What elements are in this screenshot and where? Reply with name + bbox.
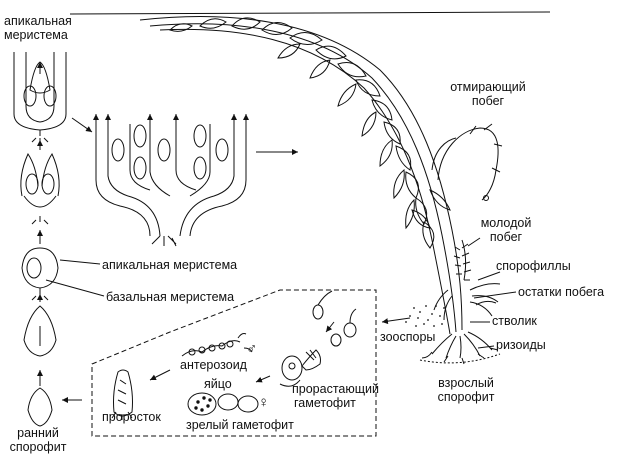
label-sporophylls: спорофиллы [496,259,571,273]
label-rhizoids: ризоиды [496,338,546,352]
label-egg: яйцо [204,377,232,391]
female-symbol: ♀ [258,394,270,411]
arrow-zoospores [381,317,411,325]
label-stipe: стволик [492,314,537,328]
label-adult-sporophyte-1: взрослый [438,376,494,390]
label-young-shoot-2: побег [489,230,523,244]
label-basal-meristem: базальная меристема [106,290,235,304]
male-symbol: ♂ [246,340,258,357]
label-dying-shoot-1: отмирающий [450,80,526,94]
gametophyte-stages [111,290,357,420]
zoospore-cloud [405,305,445,327]
label-apical-meristem-top-2: меристема [4,28,68,42]
label-zoospores: зооспоры [380,330,436,344]
label-adult-sporophyte-2: спорофит [437,390,495,404]
arrow-to-branched [71,117,93,133]
holdfast-rhizoids [419,331,501,365]
label-early-sporophyte-1: ранний [17,426,59,440]
label-sprout: проросток [102,410,161,424]
gametophyte-box [91,289,377,437]
label-antherozoid: антерозоид [180,358,247,372]
label-dying-shoot-2: побег [471,94,505,108]
label-young-shoot-1: молодой [480,216,532,230]
branched-sporophyte-drawing [93,114,249,247]
dying-shoot-drawing [411,123,503,229]
sporophyte-development-column [13,52,67,427]
label-early-sporophyte-2: спорофит [9,440,67,454]
label-apical-meristem-top-1: апикальная [4,14,72,28]
label-germinating-gametophyte-2: гаметофит [294,396,356,410]
label-apical-meristem-mid: апикальная меристема [102,258,238,272]
label-germinating-gametophyte-1: прорастающий [292,382,379,396]
young-shoot-drawing [433,239,501,321]
adult-kelp-frond [139,16,463,335]
label-mature-gametophyte: зрелый гаметофит [186,418,294,432]
water-surface-line [69,11,551,15]
label-shoot-remnants: остатки побега [518,285,605,299]
